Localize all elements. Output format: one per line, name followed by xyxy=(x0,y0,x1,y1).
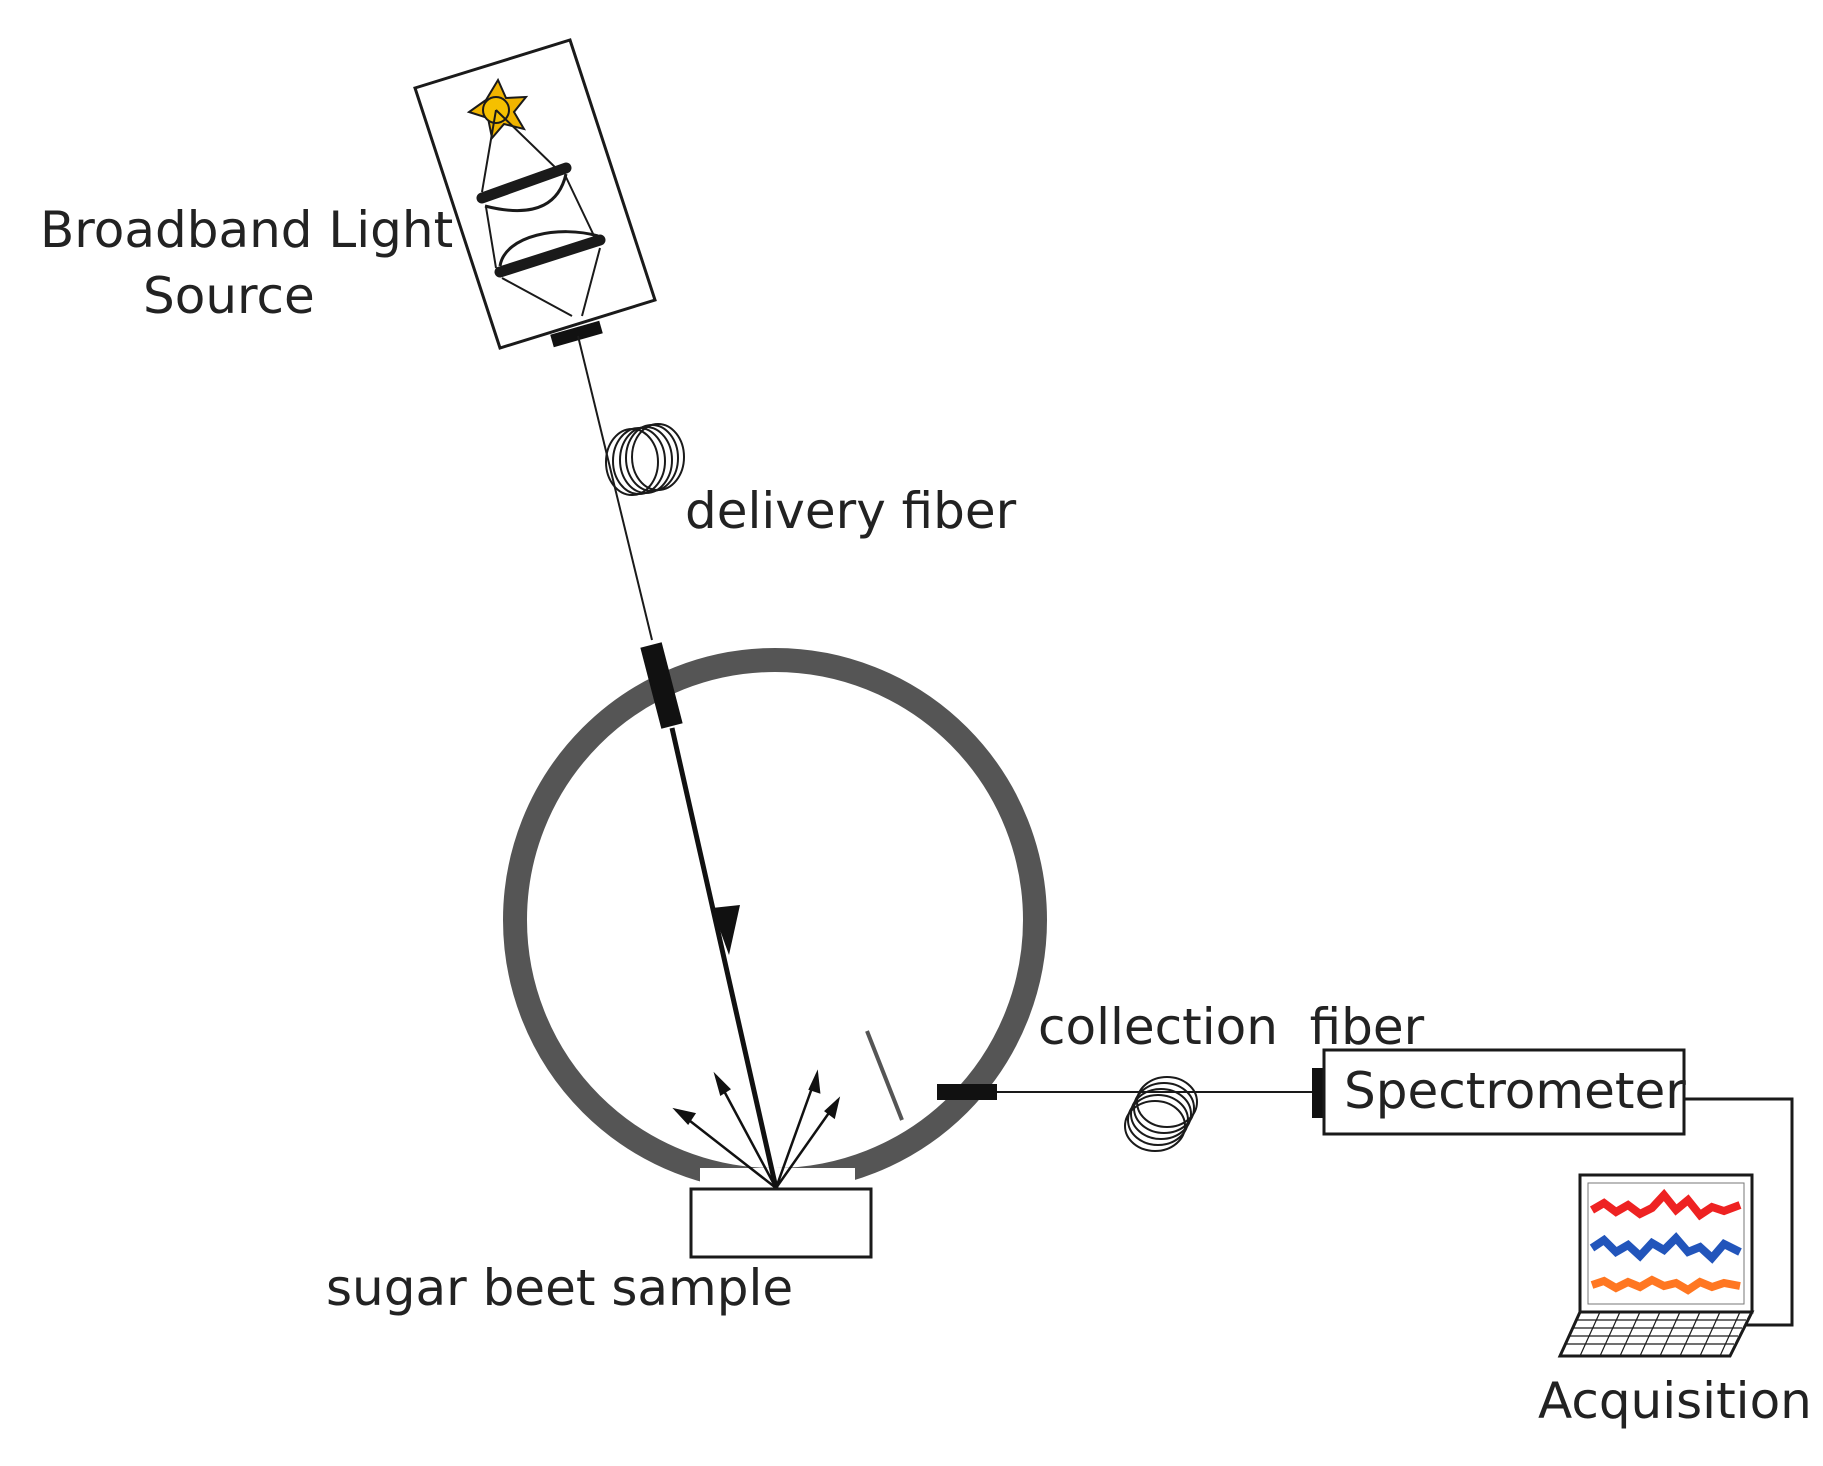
trace-orange xyxy=(1590,1275,1741,1295)
trace-blue xyxy=(1589,1232,1742,1264)
light-source-box xyxy=(413,38,657,350)
scattered-light xyxy=(672,1069,841,1189)
lens-icon xyxy=(476,162,572,212)
light-source-label-line2: Source xyxy=(143,267,315,325)
acquisition-label: Acquisition xyxy=(1538,1372,1812,1430)
delivery-fiber-label: delivery fiber xyxy=(685,482,1017,540)
laptop-keyboard xyxy=(1557,1310,1755,1358)
baffle xyxy=(865,1030,904,1121)
source-connector xyxy=(550,320,603,348)
laptop-icon xyxy=(1557,1173,1755,1358)
spectrometer-label: Spectrometer xyxy=(1344,1062,1686,1120)
collection-fiber-label: collection fiber xyxy=(1038,998,1425,1056)
integrating-sphere xyxy=(503,642,1047,1228)
entrance-port xyxy=(640,642,683,729)
spectrometer-box xyxy=(1322,1048,1686,1136)
lens-icon xyxy=(494,230,606,278)
collection-fiber xyxy=(997,1076,1312,1152)
spectrometer xyxy=(1312,1048,1686,1136)
sample-box xyxy=(689,1187,873,1259)
incident-beam xyxy=(669,727,779,1189)
delivery-fiber xyxy=(577,335,685,641)
fiber-coil-icon xyxy=(605,423,685,496)
light-source xyxy=(413,38,657,350)
light-source-label-line1: Broadband Light xyxy=(40,201,453,259)
fiber-coil-icon xyxy=(1124,1076,1198,1152)
sample-label: sugar beet sample xyxy=(326,1259,793,1317)
trace-red xyxy=(1589,1188,1742,1221)
data-cable xyxy=(1684,1097,1794,1327)
